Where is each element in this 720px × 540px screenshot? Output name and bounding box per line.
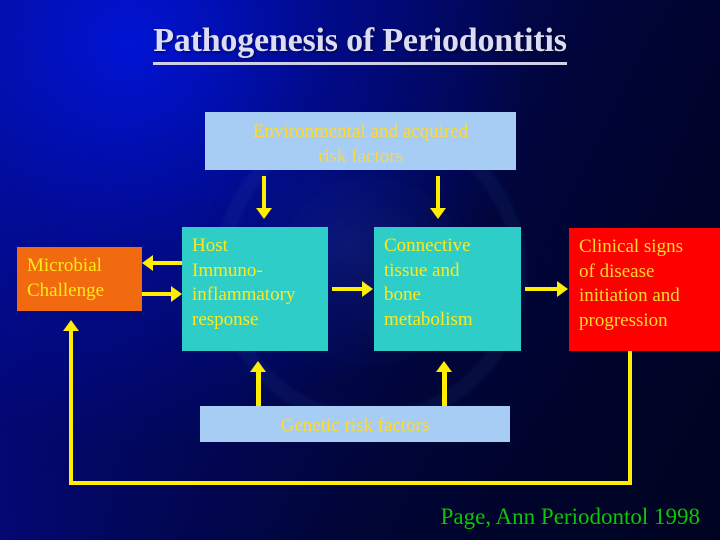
node-connective-line1: Connective [384, 235, 471, 256]
node-clinical-signs-of-disease[interactable]: Clinical signs of disease initiation and… [569, 228, 720, 351]
node-genetic-risk-factors[interactable]: Genetic risk factors [200, 406, 510, 442]
arrow-environmental-to-connective-head-icon [430, 208, 446, 219]
node-microbial-line2: Challenge [27, 279, 105, 301]
node-clinical-line1: Clinical signs [579, 236, 683, 257]
node-clinical-line3: initiation and [579, 285, 680, 306]
arrow-clinical-feedback-head-icon [63, 320, 79, 331]
arrow-genetic-to-connective [442, 372, 447, 406]
arrow-clinical-feedback-segment-down [628, 351, 632, 485]
node-host-immuno-inflammatory-response[interactable]: Host Immuno- inflammatory response [182, 227, 328, 351]
page-title-text: Pathogenesis of Periodontitis [153, 22, 567, 65]
arrow-host-to-connective-head-icon [362, 281, 373, 297]
node-connective-tissue-bone-metabolism[interactable]: Connective tissue and bone metabolism [374, 227, 521, 351]
node-host-line3: inflammatory [192, 284, 296, 305]
page-title: Pathogenesis of Periodontitis [0, 22, 720, 65]
arrow-connective-to-clinical [525, 287, 558, 291]
node-environmental-line2: risk factors [318, 145, 403, 167]
arrow-clinical-feedback-segment-up [69, 331, 73, 485]
arrow-environmental-to-host [262, 176, 266, 210]
node-microbial-line1: Microbial [27, 255, 102, 276]
node-connective-line3: bone [384, 284, 421, 305]
arrow-host-to-microbial [152, 261, 182, 265]
node-host-line1: Host [192, 235, 228, 256]
node-host-line2: Immuno- [192, 259, 263, 281]
node-genetic-label: Genetic risk factors [280, 415, 430, 436]
citation-text: Page, Ann Periodontol 1998 [440, 504, 700, 529]
arrow-connective-to-clinical-head-icon [557, 281, 568, 297]
node-clinical-line2: of disease [579, 260, 655, 282]
arrow-microbial-to-host [142, 292, 172, 296]
arrow-microbial-to-host-head-icon [171, 286, 182, 302]
node-environmental-risk-factors[interactable]: Environmental and acquired risk factors [205, 112, 516, 170]
node-clinical-line4: progression [579, 309, 668, 331]
node-environmental-line1: Environmental and acquired [252, 121, 469, 142]
arrow-genetic-to-host-head-icon [250, 361, 266, 372]
arrow-environmental-to-host-head-icon [256, 208, 272, 219]
arrow-genetic-to-host [256, 372, 261, 406]
arrow-host-to-microbial-head-icon [142, 255, 153, 271]
node-host-line4: response [192, 308, 259, 330]
arrow-environmental-to-connective [436, 176, 440, 210]
arrow-host-to-connective [332, 287, 363, 291]
arrow-genetic-to-connective-head-icon [436, 361, 452, 372]
arrow-clinical-feedback-segment-left [69, 481, 632, 485]
node-microbial-challenge[interactable]: Microbial Challenge [17, 247, 142, 311]
node-connective-line4: metabolism [384, 308, 473, 330]
node-connective-line2: tissue and [384, 259, 460, 281]
